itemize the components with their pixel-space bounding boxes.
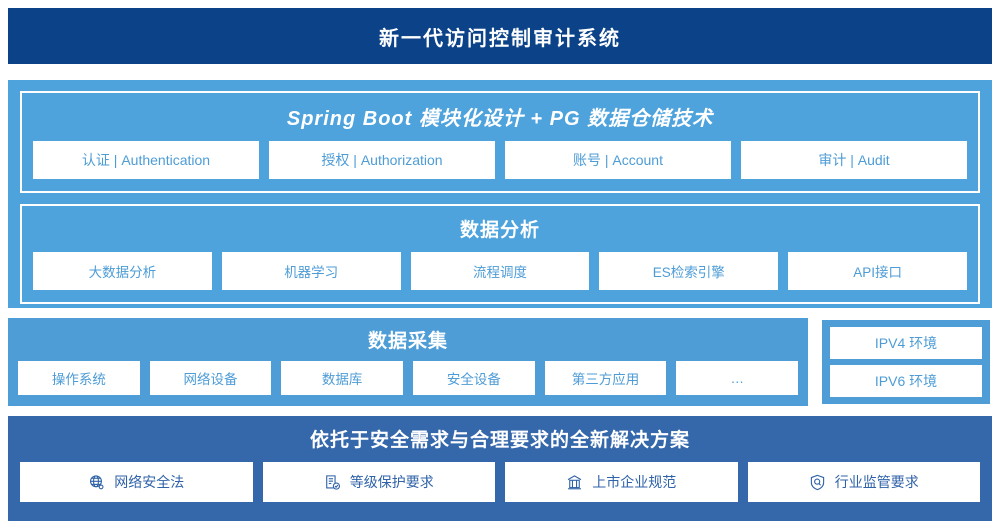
chip-account[interactable]: 账号 | Account <box>505 141 731 179</box>
chip-audit[interactable]: 审计 | Audit <box>741 141 967 179</box>
chip-operating-system[interactable]: 操作系统 <box>18 361 140 395</box>
chip-ipv4-environment[interactable]: IPV4 环境 <box>830 327 982 359</box>
chip-classified-protection[interactable]: 等级保护要求 <box>262 462 495 502</box>
chip-api-interface[interactable]: API接口 <box>788 252 967 290</box>
compliance-title: 依托于安全需求与合理要求的全新解决方案 <box>309 430 690 451</box>
page-title: 新一代访问控制审计系统 <box>379 27 621 50</box>
chip-authorization[interactable]: 授权 | Authorization <box>269 141 495 179</box>
compliance-chip-row: 网络安全法 等级保护要求 <box>20 462 980 502</box>
chip-industry-regulation-label: 行业监管要求 <box>834 474 919 490</box>
chip-es-search-engine[interactable]: ES检索引擎 <box>599 252 779 290</box>
bank-building-icon <box>566 474 583 491</box>
panel-data-analysis-title: 数据分析 <box>459 220 540 241</box>
header-banner: 新一代访问控制审计系统 <box>8 8 992 64</box>
environment-section: IPV4 环境 IPV6 环境 <box>820 318 992 406</box>
panel-spring-boot: Spring Boot 模块化设计 + PG 数据仓储技术 认证 | Authe… <box>20 91 980 193</box>
globe-network-icon <box>88 474 105 491</box>
platform-section: Spring Boot 模块化设计 + PG 数据仓储技术 认证 | Authe… <box>8 80 992 308</box>
chip-network-device[interactable]: 网络设备 <box>149 361 272 395</box>
chip-big-data-analysis[interactable]: 大数据分析 <box>33 252 212 290</box>
panel-data-analysis: 数据分析 大数据分析 机器学习 流程调度 ES检索引擎 API接口 <box>20 204 980 304</box>
collection-section: 数据采集 操作系统 网络设备 数据库 安全设备 第三方应用 … <box>8 318 808 406</box>
chip-cybersecurity-law-label: 网络安全法 <box>114 474 185 490</box>
collection-row: 数据采集 操作系统 网络设备 数据库 安全设备 第三方应用 … IPV4 环境 … <box>8 318 992 406</box>
chip-classified-protection-label: 等级保护要求 <box>349 474 434 490</box>
document-check-icon <box>324 474 341 491</box>
chip-authentication[interactable]: 认证 | Authentication <box>33 141 259 179</box>
panel-spring-boot-chip-row: 认证 | Authentication 授权 | Authorization 账… <box>33 141 967 179</box>
chip-process-scheduling[interactable]: 流程调度 <box>410 252 590 290</box>
chip-industry-regulation[interactable]: 行业监管要求 <box>747 462 980 502</box>
shield-search-icon <box>809 474 826 491</box>
chip-third-party-application[interactable]: 第三方应用 <box>544 361 667 395</box>
collection-chip-row: 操作系统 网络设备 数据库 安全设备 第三方应用 … <box>18 361 799 395</box>
chip-database[interactable]: 数据库 <box>281 361 404 395</box>
chip-listed-company-standard-label: 上市企业规范 <box>592 474 677 490</box>
chip-more-ellipsis[interactable]: … <box>676 361 799 395</box>
panel-spring-boot-title: Spring Boot 模块化设计 + PG 数据仓储技术 <box>286 108 714 130</box>
collection-title: 数据采集 <box>367 331 448 352</box>
chip-ipv6-environment[interactable]: IPV6 环境 <box>830 365 982 397</box>
panel-data-analysis-chip-row: 大数据分析 机器学习 流程调度 ES检索引擎 API接口 <box>33 252 967 290</box>
compliance-section: 依托于安全需求与合理要求的全新解决方案 网络安全法 <box>8 416 992 521</box>
chip-listed-company-standard[interactable]: 上市企业规范 <box>505 462 738 502</box>
chip-machine-learning[interactable]: 机器学习 <box>221 252 401 290</box>
chip-security-device[interactable]: 安全设备 <box>413 361 535 395</box>
chip-cybersecurity-law[interactable]: 网络安全法 <box>20 462 253 502</box>
